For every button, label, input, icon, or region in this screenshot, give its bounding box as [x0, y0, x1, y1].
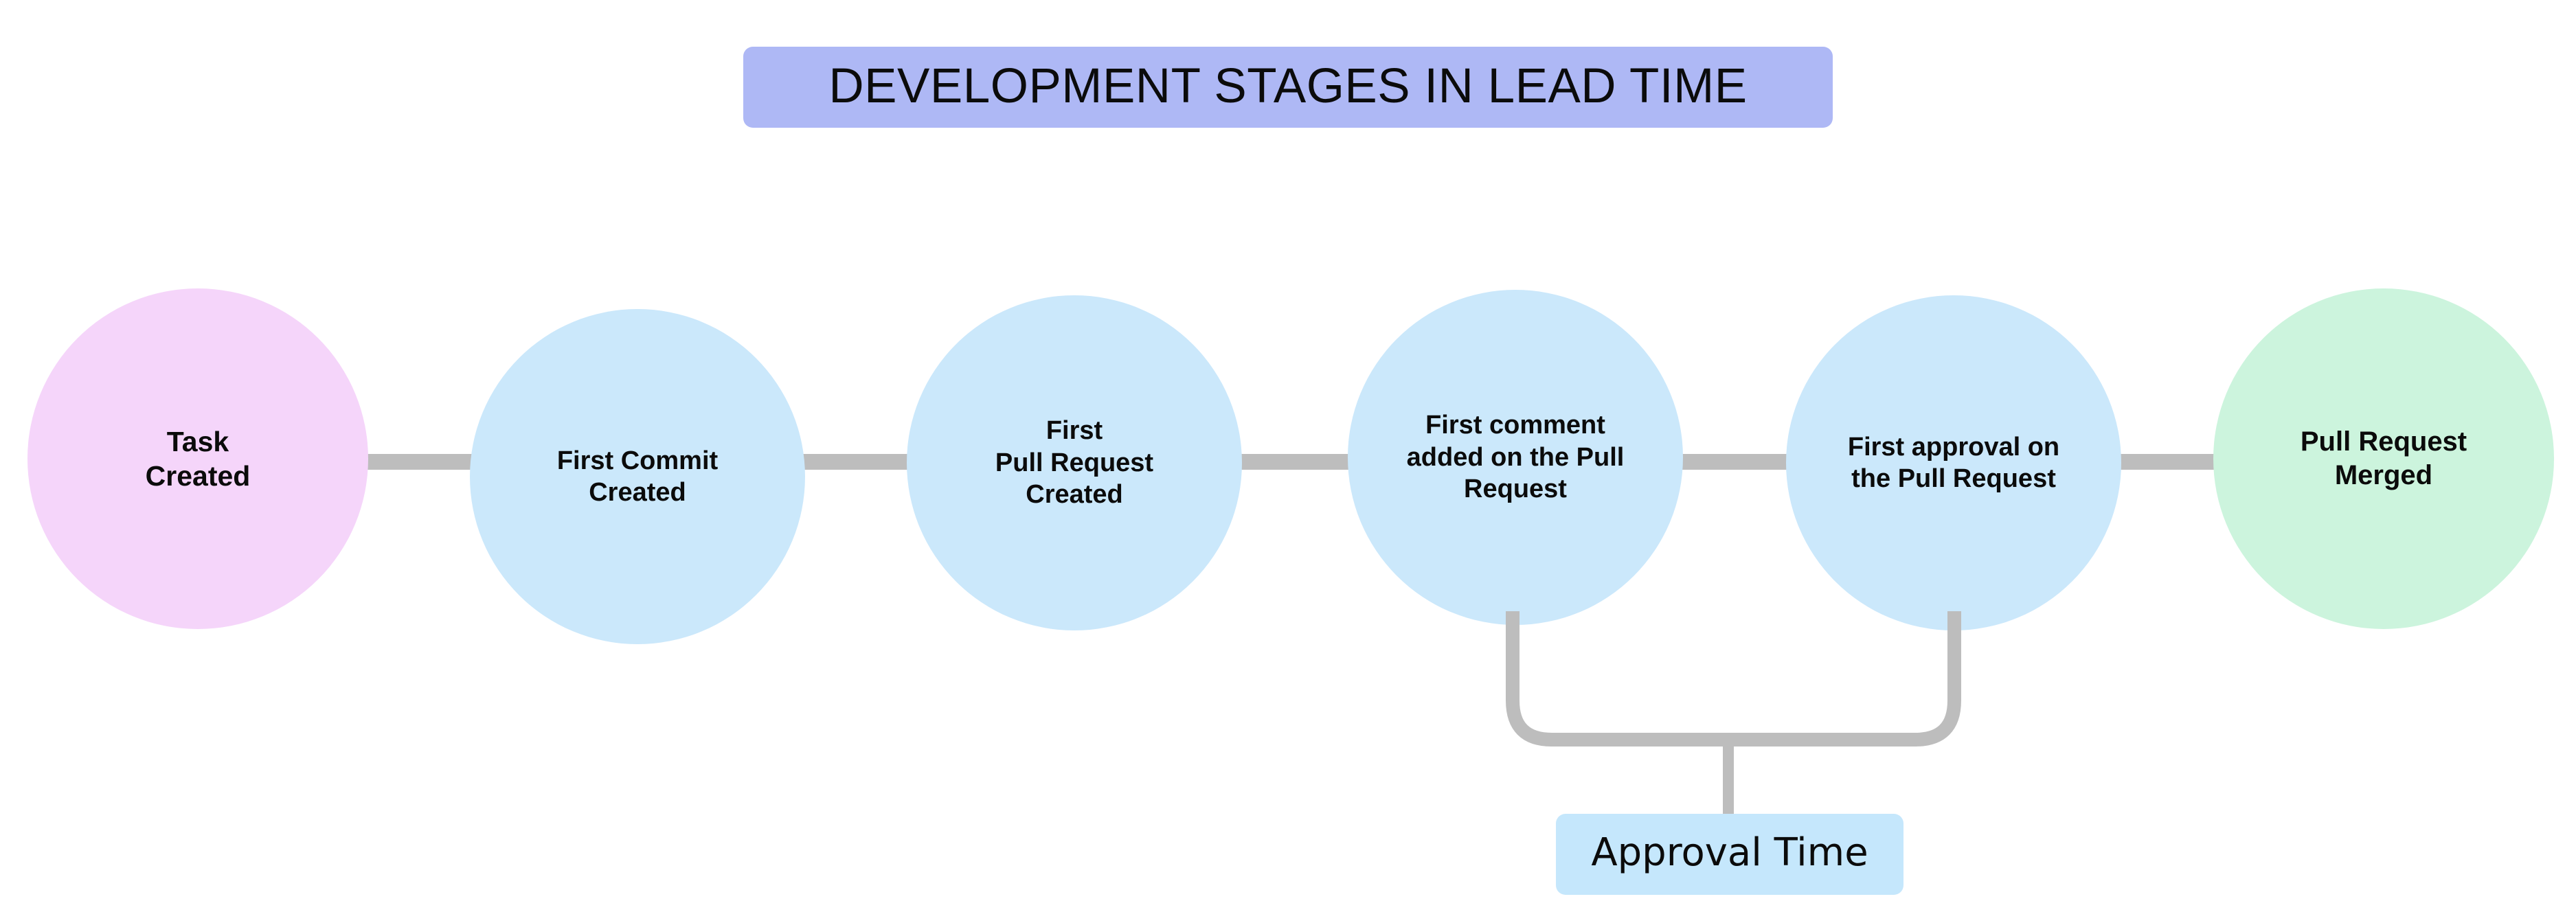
connector-first-commit-to-first-pull-request — [801, 454, 911, 470]
stage-label: Task Created — [145, 425, 251, 492]
connector-first-approval-to-pull-request-merged — [2117, 454, 2217, 470]
stage-label: First comment added on the Pull Request — [1406, 411, 1625, 504]
stage-node-first-commit[interactable]: First Commit Created — [470, 309, 805, 644]
stage-node-pull-request-merged[interactable]: Pull Request Merged — [2213, 288, 2554, 629]
connector-first-comment-to-first-approval — [1679, 454, 1790, 470]
stage-node-first-approval[interactable]: First approval on the Pull Request — [1786, 295, 2121, 630]
approval-time-bracket-icon — [1506, 611, 1961, 814]
connector-first-pull-request-to-first-comment — [1238, 454, 1352, 470]
page-title: DEVELOPMENT STAGES IN LEAD TIME — [828, 58, 1748, 113]
stage-label: Pull Request Merged — [2300, 426, 2467, 490]
stage-node-first-comment[interactable]: First comment added on the Pull Request — [1348, 290, 1683, 625]
stage-label: First Pull Request Created — [995, 416, 1154, 510]
connector-task-created-to-first-commit — [364, 454, 474, 470]
stage-label: First approval on the Pull Request — [1847, 432, 2060, 493]
stage-label: First Commit Created — [556, 446, 719, 507]
stage-node-first-pull-request[interactable]: First Pull Request Created — [907, 295, 1242, 630]
stage-node-task-created[interactable]: Task Created — [27, 288, 368, 629]
annotation-box-approval-time[interactable]: Approval Time — [1556, 814, 1903, 895]
annotation-label: Approval Time — [1591, 830, 1868, 875]
diagram-title-banner: DEVELOPMENT STAGES IN LEAD TIME — [743, 47, 1833, 128]
